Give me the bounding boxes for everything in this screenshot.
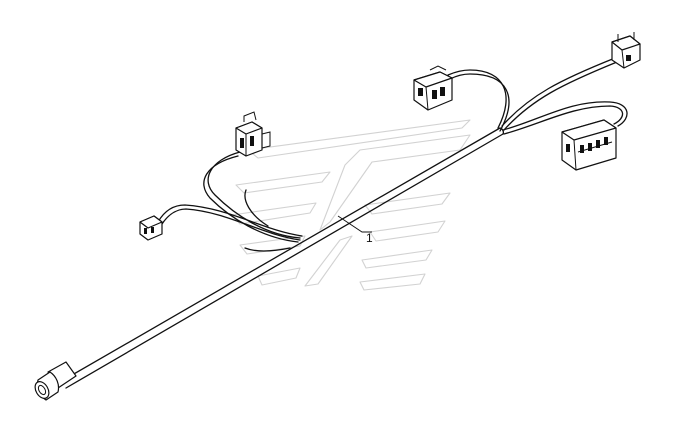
branch-upper-center: [447, 69, 510, 132]
main-trunk: [59, 127, 505, 389]
connector-left: [139, 215, 163, 241]
branch-upper-right: [501, 57, 618, 131]
callout-1: 1: [337, 215, 373, 245]
callout-label: 1: [366, 231, 373, 245]
connector-upper-right: [611, 32, 641, 69]
watermark-logo: [231, 119, 471, 291]
branch-right-middle: [502, 101, 628, 135]
connector-upper-center: [413, 65, 453, 111]
end-plug-connector: [34, 361, 77, 401]
callout-leader-line: [337, 215, 372, 233]
branch-upper-left: [203, 151, 301, 243]
branch-left: [157, 204, 303, 252]
connector-right-middle: [561, 119, 617, 171]
connector-upper-left: [235, 111, 271, 157]
